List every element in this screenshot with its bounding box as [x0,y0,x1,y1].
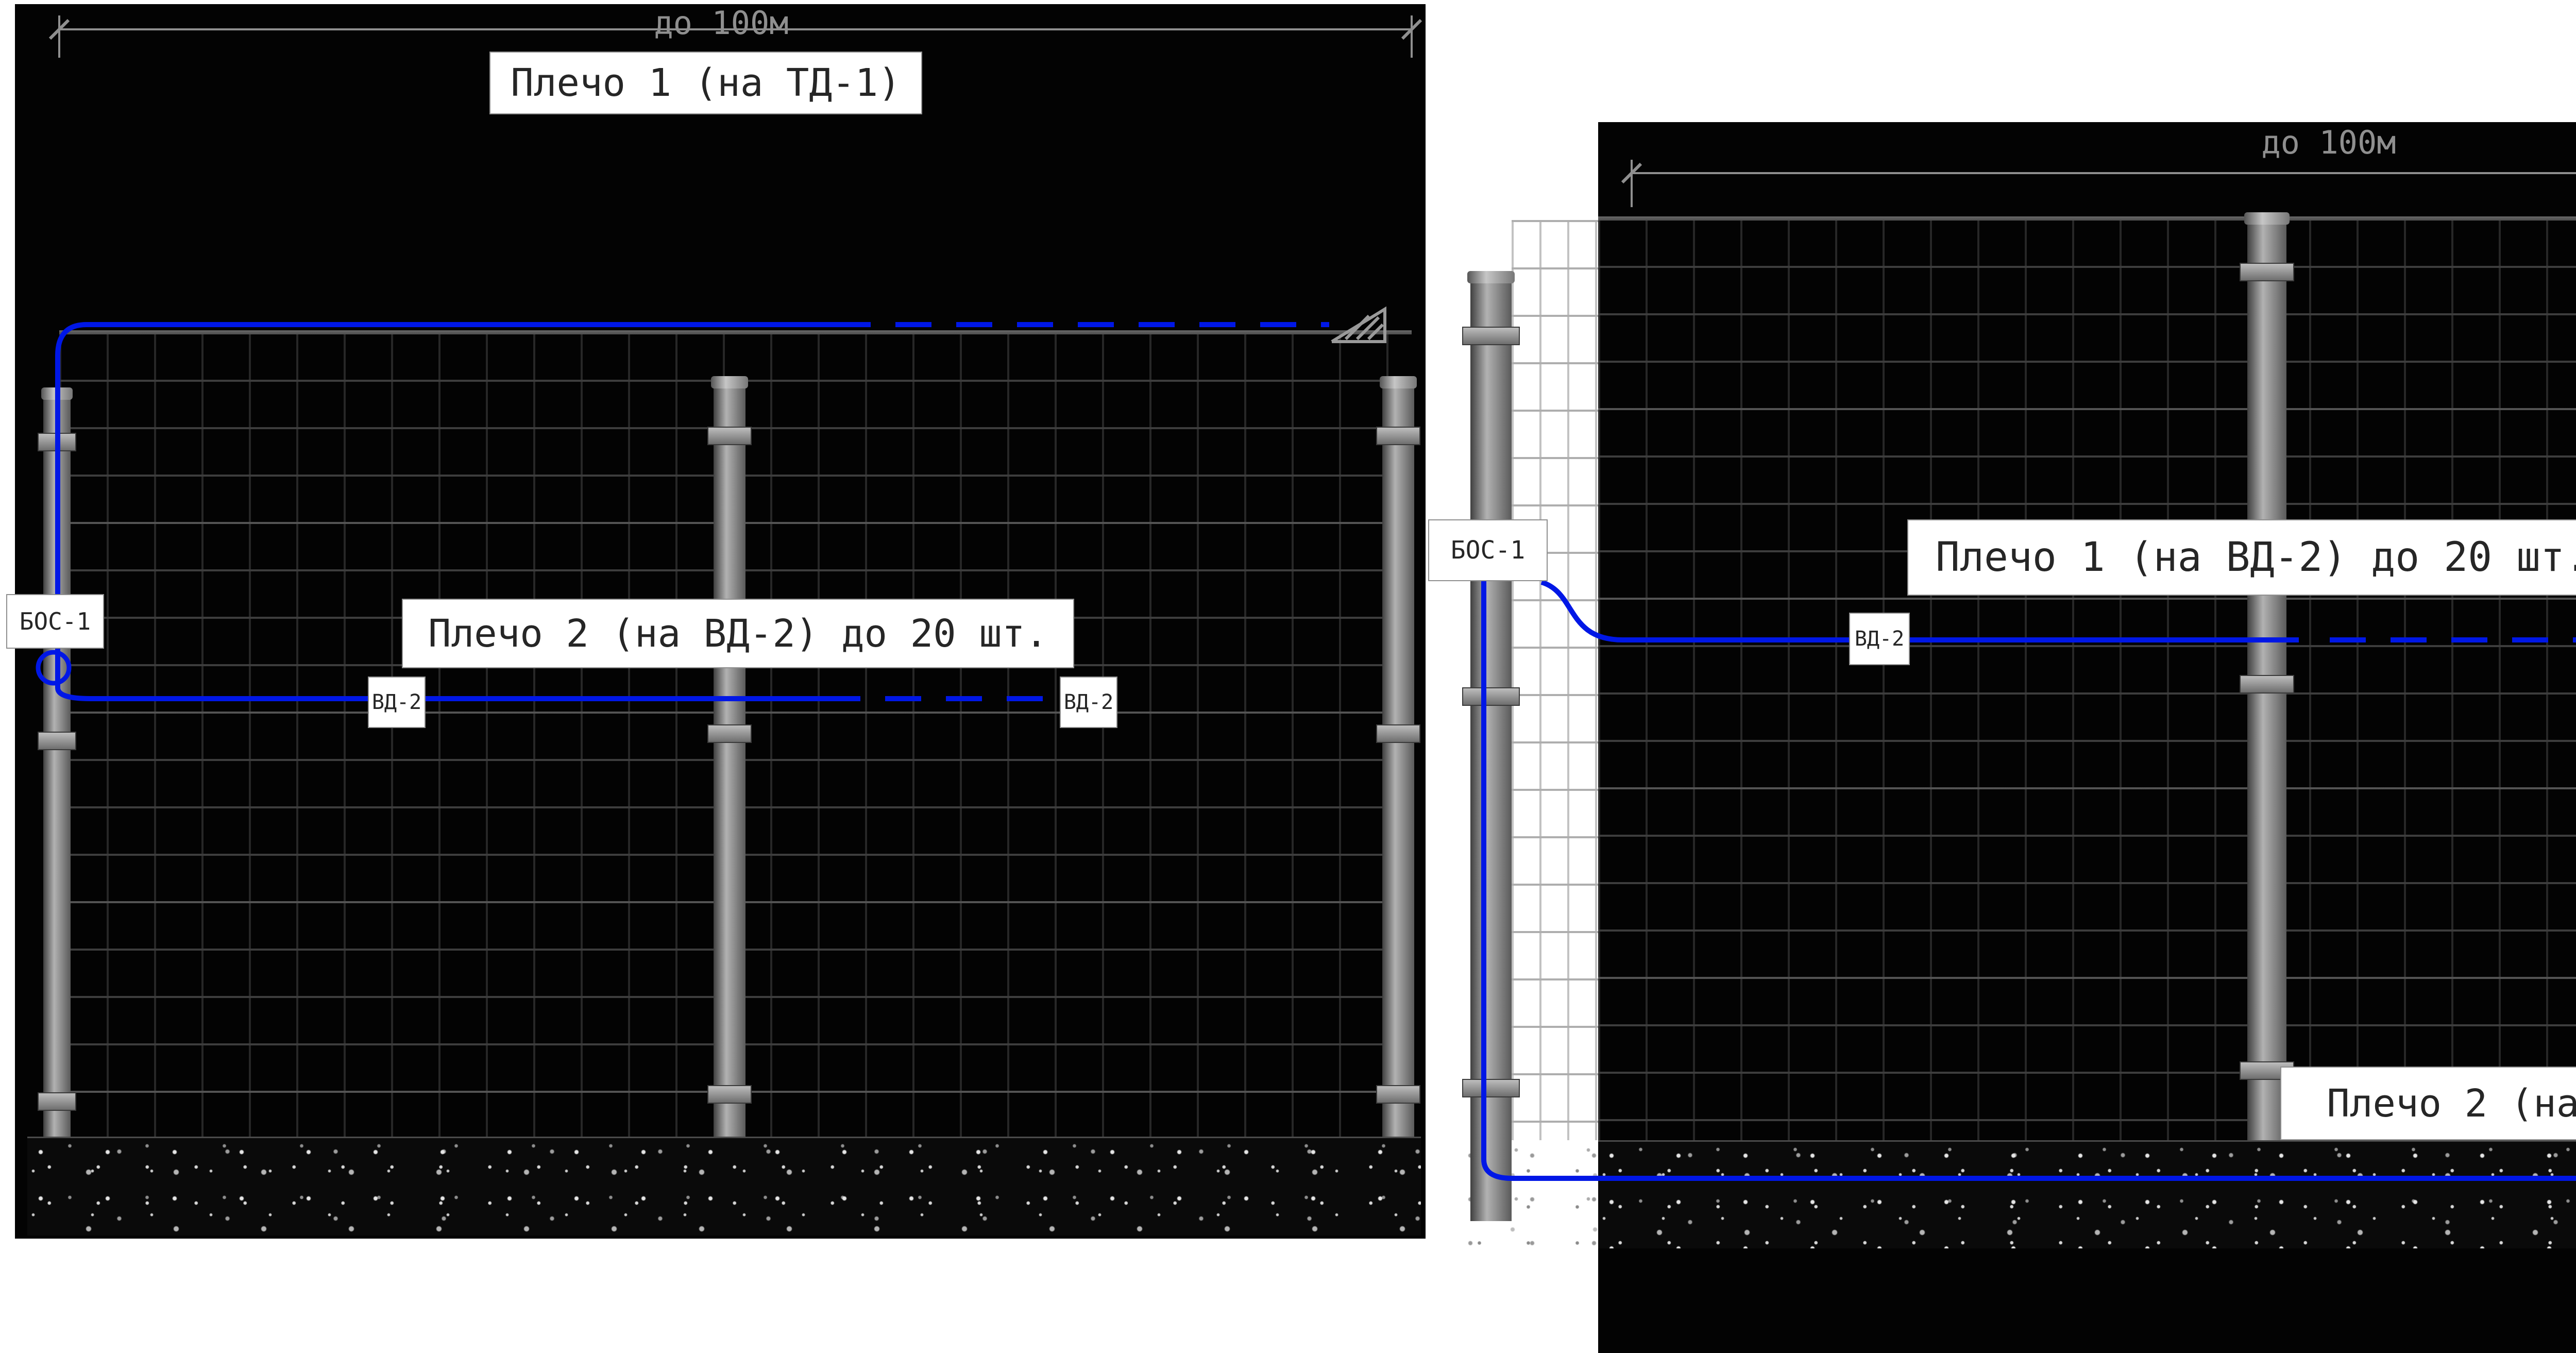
post-clamp [707,724,752,743]
left-fence-post-3 [1376,376,1421,1137]
post-clamp [38,433,76,451]
left-bos-unit-label: БОС-1 [6,594,104,649]
left-arm2-label: Плечо 2 (на ВД-2) до 20 шт. [402,599,1074,668]
post-clamp [707,427,752,445]
post-clamp [1376,427,1421,445]
right-arm1-label: Плечо 1 (на ВД-2) до 20 шт. [1907,519,2576,596]
post-cap [711,376,748,388]
right-fence-mesh [1598,216,2576,1140]
left-vd2-sensor-text-1: ВД-2 [371,690,422,714]
left-vd2-sensor-label-1: ВД-2 [368,676,426,728]
left-fence-post-1 [38,387,76,1137]
right-fence-post-mid [2239,212,2295,1140]
right-arm2-label-text: Плечо 2 (на ТД-1) [2327,1081,2576,1126]
left-vd2-sensor-text-2: ВД-2 [1063,690,1114,714]
post-cap [41,387,73,400]
right-diagram-panel [1598,122,2576,1353]
post-clamp [1462,687,1520,706]
right-bos-unit-label-text: БОС-1 [1450,536,1526,565]
post-clamp [38,1092,76,1111]
right-vd2-sensor-text-1: ВД-2 [1854,627,1905,651]
left-diagram-panel [15,4,1426,1239]
post-clamp [38,732,76,750]
right-arm1-label-text: Плечо 1 (на ВД-2) до 20 шт. [1936,534,2576,581]
right-arm2-label: Плечо 2 (на ТД-1) [2280,1067,2576,1140]
left-arm2-label-text: Плечо 2 (на ВД-2) до 20 шт. [428,611,1048,656]
right-corner-post [1462,271,1520,1221]
right-vd2-sensor-label-1: ВД-2 [1849,613,1910,665]
right-ground-strip [1598,1140,2576,1248]
left-arm1-label: Плечо 1 (на ТД-1) [489,52,922,114]
left-fence-post-2 [707,376,752,1137]
post-cap [1380,376,1417,388]
left-dimension-label: до 100м [654,4,789,42]
post-clamp [707,1085,752,1104]
post-cap [2244,212,2290,225]
left-arm1-label-text: Плечо 1 (на ТД-1) [511,61,901,105]
post-clamp [1462,1079,1520,1097]
post-clamp [1462,327,1520,345]
post-clamp [1376,1085,1421,1104]
right-dimension-label: до 100м [2261,124,2396,161]
post-clamp [1376,724,1421,743]
post-clamp [2239,675,2295,694]
post-cap [1467,271,1515,283]
post-clamp [2239,263,2295,281]
left-vd2-sensor-label-2: ВД-2 [1060,676,1117,728]
right-bos-unit-label: БОС-1 [1428,519,1548,581]
right-corner-mesh-on-white [1512,220,1598,1140]
left-bos-unit-label-text: БОС-1 [19,607,91,635]
left-ground-strip [27,1137,1421,1236]
